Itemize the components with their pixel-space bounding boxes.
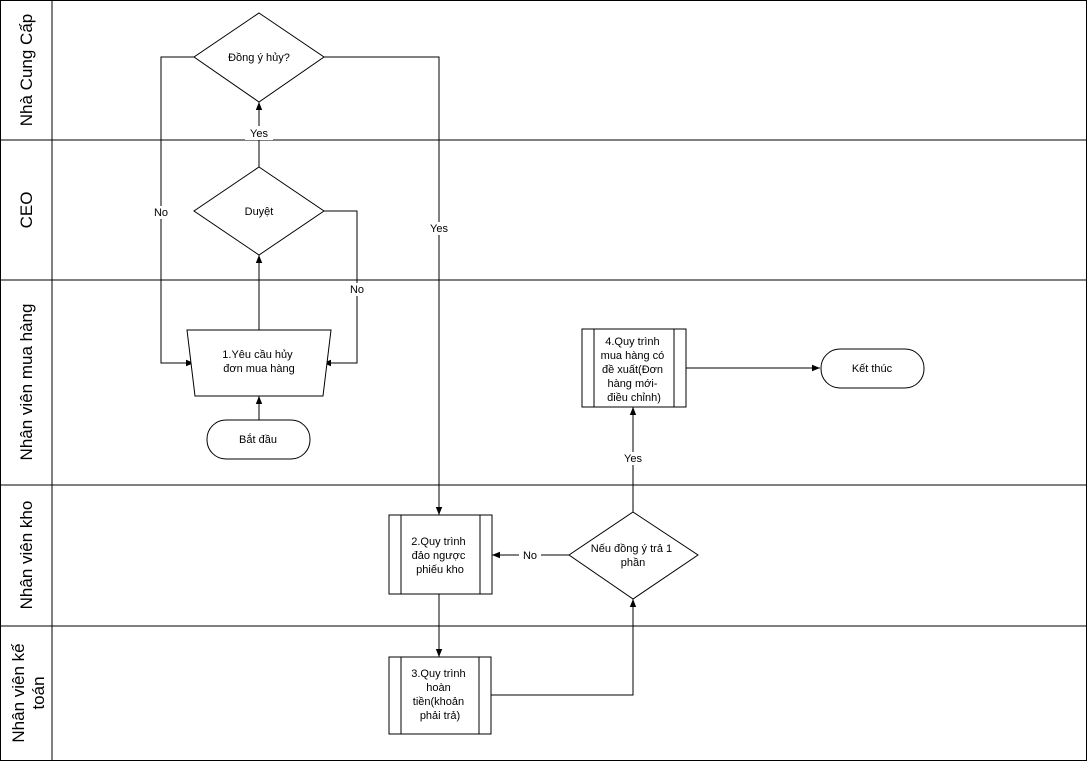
lane-labels: Nhà Cung Cấp CEO Nhân viên mua hàng Nhân…: [9, 14, 48, 743]
lane-label-purchasing-staff: Nhân viên mua hàng: [17, 304, 36, 461]
node-supplier-agree: Đồng ý hủy?: [193, 12, 325, 103]
edge-label-supplier-no: No: [154, 207, 168, 219]
edge-refund-to-partial: [491, 599, 637, 696]
node-start: Bắt đầu: [206, 419, 311, 460]
node-approve: Duyệt: [193, 166, 325, 256]
edge-label-approve-yes: Yes: [250, 128, 268, 140]
node-partial-return-label: Nếu đồng ý trả 1 phần: [591, 543, 675, 569]
node-cancel-request-label: 1.Yêu cầu hủy đơn mua hàng: [222, 349, 295, 375]
lane-label-accountant: Nhân viên kếtoán: [9, 643, 48, 743]
node-purchase-proposal-label: 4.Quy trình mua hàng có đề xuất(Đơn hàng…: [601, 336, 668, 404]
node-cancel-request: 1.Yêu cầu hủy đơn mua hàng: [186, 329, 332, 397]
node-refund-label: 3.Quy trình hoàn tiền(khoản phải trả): [411, 668, 468, 722]
edge-labels: Yes No No Yes No Yes: [150, 126, 646, 562]
lane-label-supplier: Nhà Cung Cấp: [17, 14, 36, 126]
node-start-label: Bắt đầu: [239, 433, 277, 446]
node-refund: 3.Quy trình hoàn tiền(khoản phải trả): [388, 656, 492, 735]
node-end: Kết thúc: [820, 348, 925, 389]
edge-label-supplier-yes: Yes: [430, 223, 448, 235]
edge-label-partial-no: No: [523, 550, 537, 562]
lane-label-accountant-text: Nhân viên kếtoán: [9, 643, 48, 743]
node-reverse-receipt-label: 2.Quy trình đảo ngược phiếu kho: [411, 536, 468, 576]
edge-label-partial-yes: Yes: [624, 453, 642, 465]
lane-label-ceo: CEO: [17, 192, 36, 229]
node-end-label: Kết thúc: [852, 363, 893, 375]
node-purchase-proposal: 4.Quy trình mua hàng có đề xuất(Đơn hàng…: [581, 328, 687, 408]
node-partial-return: Nếu đồng ý trả 1 phần: [568, 511, 699, 600]
edge-supplier-yes: [324, 56, 443, 515]
edge-label-approve-no: No: [350, 284, 364, 296]
node-reverse-receipt: 2.Quy trình đảo ngược phiếu kho: [388, 514, 493, 595]
lane-label-warehouse-staff: Nhân viên kho: [17, 501, 36, 610]
node-supplier-agree-label: Đồng ý hủy?: [228, 52, 290, 64]
node-approve-label: Duyệt: [245, 206, 274, 218]
